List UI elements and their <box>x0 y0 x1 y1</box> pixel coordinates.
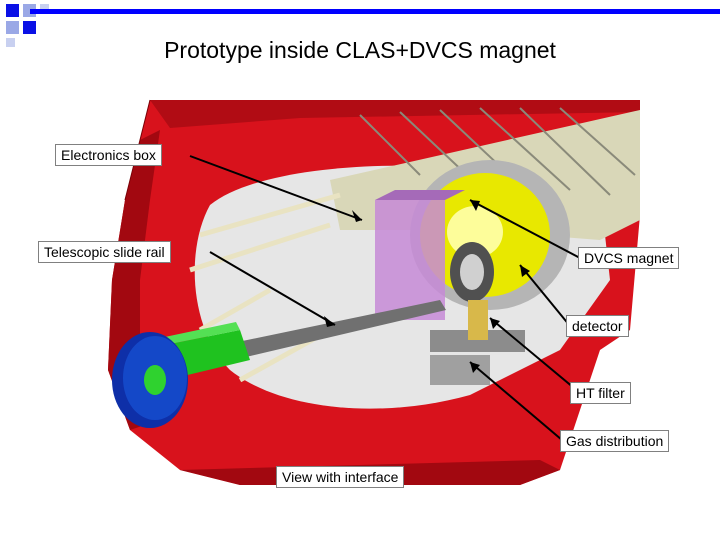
label-detector: detector <box>566 315 629 337</box>
slide-title: Prototype inside CLAS+DVCS magnet <box>164 37 556 63</box>
header-rule <box>30 9 720 14</box>
label-view-with-interface: View with interface <box>276 466 405 488</box>
label-ht-filter: HT filter <box>570 382 631 404</box>
label-electronics-box: Electronics box <box>55 144 162 166</box>
label-gas-distribution: Gas distribution <box>560 430 670 452</box>
label-telescopic-slide-rail: Telescopic slide rail <box>38 241 171 263</box>
label-dvcs-magnet: DVCS magnet <box>578 247 680 269</box>
